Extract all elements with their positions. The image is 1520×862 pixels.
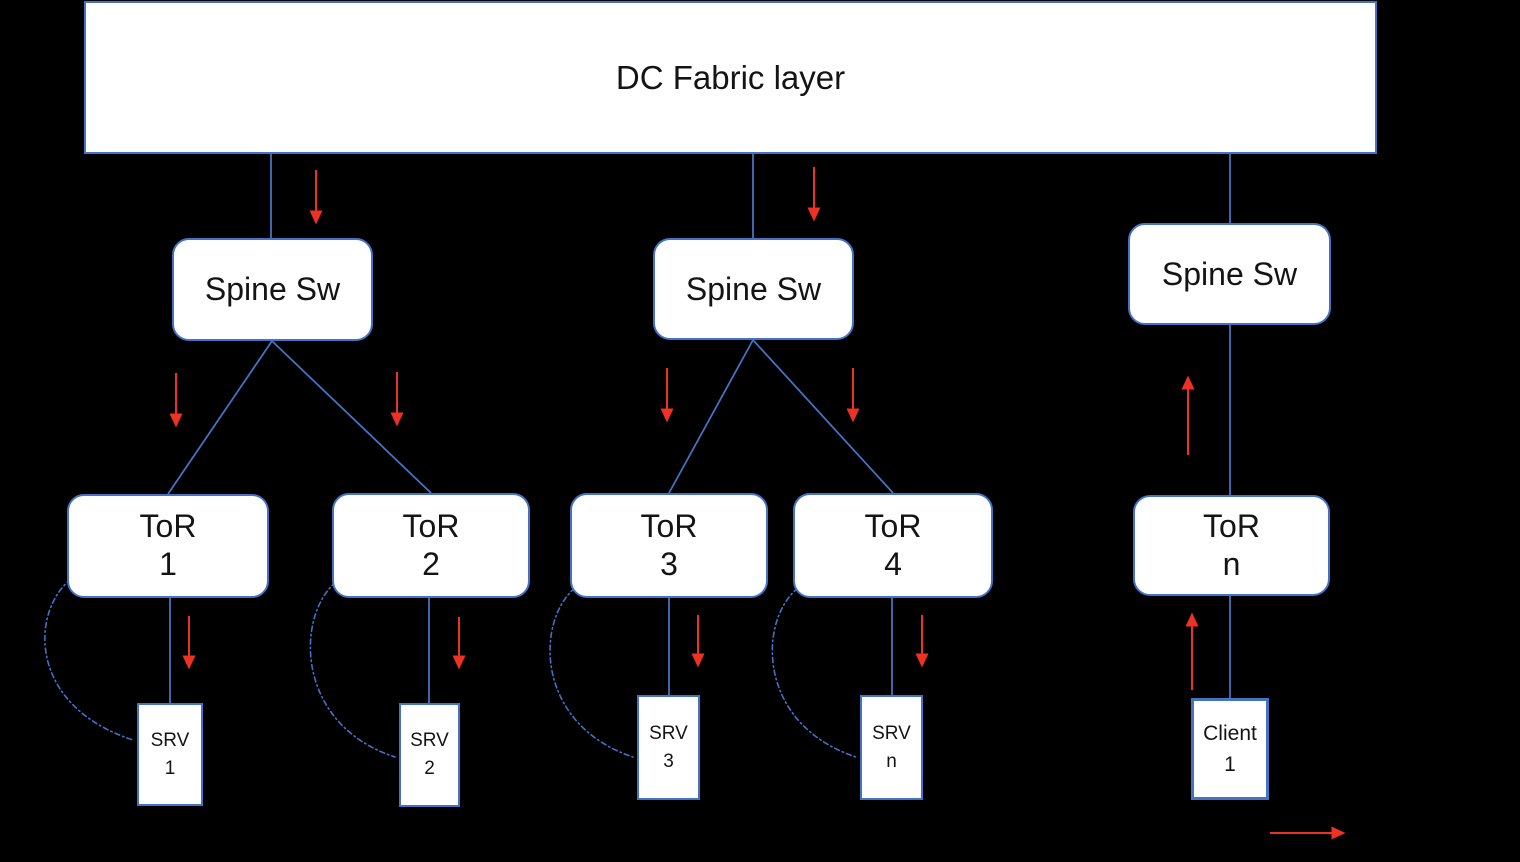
- tor-n-node: ToR n: [1133, 495, 1330, 596]
- tor-3-node: ToR 3: [570, 493, 768, 598]
- server-1-number: 1: [164, 757, 176, 779]
- tor-4-node: ToR 4: [793, 493, 993, 598]
- server-3-label: SRV: [649, 722, 688, 744]
- server-2-label: SRV: [410, 730, 449, 752]
- server-n-node: SRV n: [860, 695, 923, 800]
- server-n-number: n: [886, 750, 897, 772]
- server-3-number: 3: [663, 750, 674, 772]
- server-3-node: SRV 3: [637, 695, 700, 800]
- client-1-label: Client: [1203, 721, 1257, 745]
- tor-n-label: ToR: [1203, 507, 1260, 544]
- tor-1-node: ToR 1: [67, 494, 269, 598]
- spine-switch-1-label: Spine Sw: [204, 271, 341, 307]
- spine-switch-n-label: Spine Sw: [1161, 255, 1298, 292]
- tor-1-number: 1: [159, 546, 177, 582]
- tor-4-number: 4: [884, 545, 902, 582]
- tor-2-number: 2: [422, 545, 440, 582]
- tor-3-number: 3: [660, 545, 678, 582]
- server-1-label: SRV: [150, 729, 190, 751]
- upstream-arrow-icons: [1181, 375, 1199, 690]
- hairpin-arc-connectors: [44, 578, 857, 758]
- tor-1-label: ToR: [139, 508, 197, 545]
- tor-2-node: ToR 2: [332, 493, 530, 598]
- dc-fabric-layer-node: DC Fabric layer: [84, 1, 1377, 154]
- spine-switch-1-node: Spine Sw: [172, 238, 373, 341]
- spine-switch-2-label: Spine Sw: [685, 270, 822, 307]
- tor-2-label: ToR: [402, 507, 460, 544]
- server-2-number: 2: [424, 758, 435, 779]
- server-2-node: SRV 2: [399, 703, 460, 807]
- tor-n-number: n: [1222, 545, 1241, 582]
- tor-4-label: ToR: [864, 507, 922, 544]
- server-1-node: SRV 1: [137, 703, 203, 806]
- client-1-number: 1: [1224, 753, 1236, 776]
- connector-lines: [167, 154, 1231, 703]
- downstream-arrow-icons: [169, 167, 929, 670]
- tor-3-label: ToR: [640, 507, 698, 544]
- spine-switch-n-node: Spine Sw: [1128, 223, 1331, 325]
- spine-switch-2-node: Spine Sw: [653, 238, 854, 340]
- server-n-label: SRV: [872, 722, 911, 744]
- client-1-node: Client 1: [1191, 698, 1269, 800]
- dc-fabric-layer-label: DC Fabric layer: [615, 58, 846, 96]
